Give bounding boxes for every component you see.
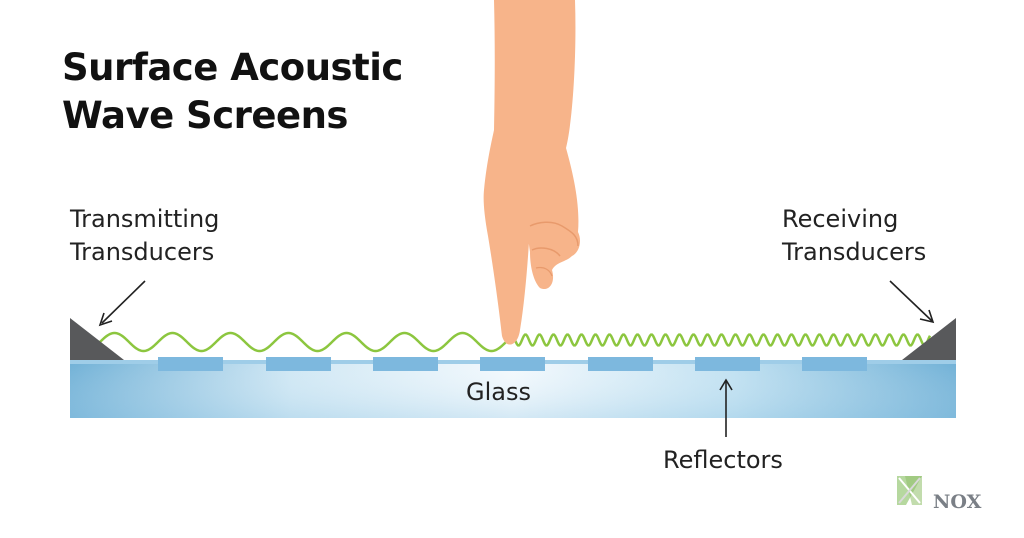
arrow-icon bbox=[98, 280, 146, 327]
received-wave bbox=[506, 333, 932, 347]
diagram-title: Surface Acoustic Wave Screens bbox=[62, 44, 403, 140]
title-line-2: Wave Screens bbox=[62, 94, 348, 137]
receiving-label-line-2: Transducers bbox=[782, 238, 927, 266]
transmitting-transducer-icon bbox=[70, 318, 124, 360]
reflectors-label: Reflectors bbox=[663, 446, 783, 474]
nox-logo-text: NOX bbox=[933, 491, 982, 513]
receiving-label-line-1: Receiving bbox=[782, 205, 899, 233]
reflector bbox=[480, 357, 545, 371]
transmitting-transducers-label: Transmitting Transducers bbox=[70, 203, 219, 269]
reflector bbox=[695, 357, 760, 371]
transmitting-label-line-1: Transmitting bbox=[70, 205, 220, 233]
reflector bbox=[802, 357, 867, 371]
reflector bbox=[373, 357, 438, 371]
title-line-1: Surface Acoustic bbox=[62, 46, 403, 89]
glass-label: Glass bbox=[466, 378, 531, 406]
hand-pointing-icon bbox=[483, 0, 580, 345]
receiving-transducers-label: Receiving Transducers bbox=[782, 203, 926, 269]
transmitting-label-line-2: Transducers bbox=[70, 238, 215, 266]
reflector bbox=[588, 357, 653, 371]
nox-logo-icon bbox=[897, 476, 922, 505]
transmitted-wave bbox=[99, 331, 509, 353]
arrow-icon bbox=[889, 280, 935, 324]
reflector bbox=[158, 357, 223, 371]
receiving-transducer-icon bbox=[902, 318, 956, 360]
reflector bbox=[266, 357, 331, 371]
reflectors-group bbox=[158, 357, 867, 371]
arrow-icon bbox=[719, 378, 733, 437]
